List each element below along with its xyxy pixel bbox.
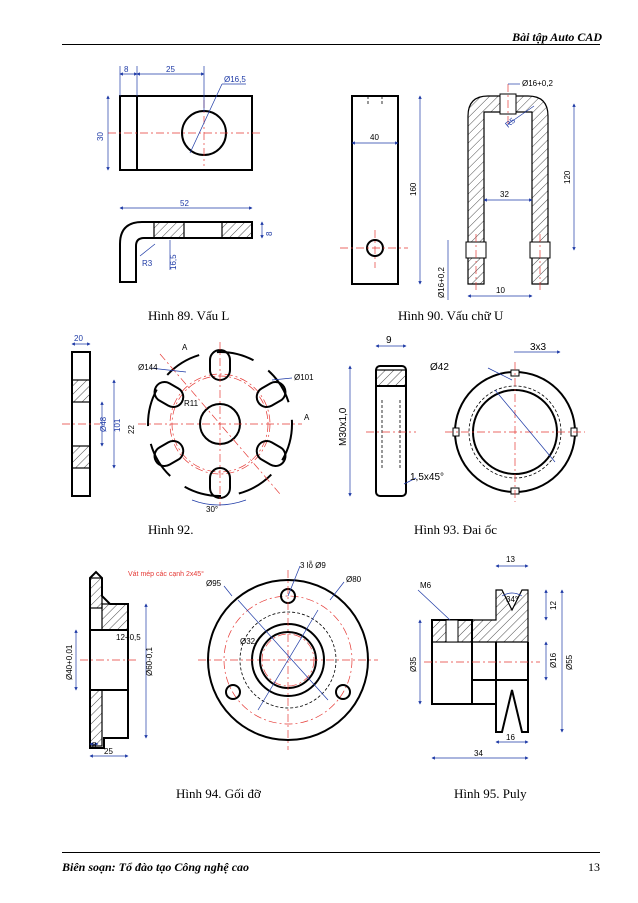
f89-dim-8b: 8 [265,231,274,236]
f94-dim-d95: Ø95 [206,579,222,588]
f89-dim-16-5: 16,5 [169,254,178,270]
figure-95-drawing: 13 M6 34° 12 Ø35 Ø16 Ø55 16 34 [409,555,574,760]
f95-dim-d16: Ø16 [549,652,558,668]
caption-fig-92: Hình 92. [148,522,194,537]
f95-dim-34deg: 34° [506,595,518,604]
f93-dim-9: 9 [386,335,392,346]
caption-fig-94: Hình 94. Gối đỡ [176,786,261,801]
figure-94-drawing: Vát mép các cạnh 2x45° 12+0,5 Ø60-0,1 Ø4… [65,561,378,758]
f95-dim-13: 13 [506,555,515,564]
caption-fig-95: Hình 95. Puly [454,786,527,801]
f94-dim-holes: 3 lỗ Ø9 [300,561,326,570]
f92-dim-d101: Ø101 [294,373,314,382]
f92-dim-30deg: 30° [206,505,218,514]
f94-dim-8: 8 [92,741,97,750]
f94-dim-25: 25 [104,747,113,756]
figure-90-drawing: 40 160 Ø16+0,2 R5 32 120 Ø16+0,2 10 [340,79,576,300]
f92-dim-d144: Ø144 [138,363,158,372]
f89-dim-30: 30 [96,132,105,141]
f94-dim-12: 12+0,5 [116,633,141,642]
f90-dim-32: 32 [500,190,509,199]
f89-dim-d16-5: Ø16,5 [224,75,246,84]
header-rule [62,44,600,45]
caption-fig-93: Hình 93. Đai ốc [414,522,498,537]
f95-dim-m6: M6 [420,581,432,590]
f90-dim-40: 40 [370,133,379,142]
f95-dim-12: 12 [549,601,558,610]
f92-label-a-right: A [304,413,310,422]
f94-note-chamfer: Vát mép các cạnh 2x45° [128,570,204,578]
f94-dim-d32: Ø32 [240,637,256,646]
f93-dim-chamfer: 1,5x45° [410,472,444,483]
footer-rule [62,852,600,853]
f92-dim-r11: R11 [184,399,199,408]
f92-dim-d48: Ø48 [99,416,108,432]
caption-fig-89: Hình 89. Vấu L [148,308,230,323]
f89-dim-52: 52 [180,199,189,208]
figure-92-drawing: 20 Ø48 101 A Ø144 Ø101 R11 [62,334,314,514]
f89-dim-25: 25 [166,65,175,74]
f94-dim-d40: Ø40+0,01 [65,644,74,680]
f92-label-a-top: A [182,343,188,352]
f89-dim-r3: R3 [142,259,153,268]
f93-dim-d42: M30x1,0 [338,407,349,446]
f90-dim-120: 120 [563,170,572,184]
f94-dim-d60: Ø60-0,1 [145,647,154,676]
f90-dim-d16-bottom: Ø16+0,2 [437,267,446,298]
f95-dim-16: 16 [506,733,515,742]
f95-dim-d35: Ø35 [409,656,418,672]
f93-dim-thread: Ø42 [430,362,449,373]
f90-dim-d16-top: Ø16+0,2 [522,79,553,88]
footer-author: Biên soạn: Tổ đào tạo Công nghệ cao [62,860,250,874]
figure-93-drawing: 9 M30x1,0 1,5x45° Ø42 3x3 [338,335,585,502]
f94-dim-d80: Ø80 [346,575,362,584]
f90-dim-10: 10 [496,286,505,295]
caption-fig-90: Hình 90. Vấu chữ U [398,308,504,323]
f92-dim-22: 22 [127,425,136,434]
f92-dim-101: 101 [113,418,122,432]
f93-dim-slot: 3x3 [530,342,547,353]
f92-dim-20: 20 [74,334,83,343]
f90-dim-r5: R5 [504,116,518,130]
page-number: 13 [588,860,600,874]
f90-dim-160: 160 [409,182,418,196]
f95-dim-34: 34 [474,749,483,758]
figure-89-drawing: 8 25 Ø16,5 30 52 R3 16,5 8 [96,65,274,283]
f95-dim-d55: Ø55 [565,654,574,670]
f89-dim-8: 8 [124,65,129,74]
header-title: Bài tập Auto CAD [512,30,602,44]
